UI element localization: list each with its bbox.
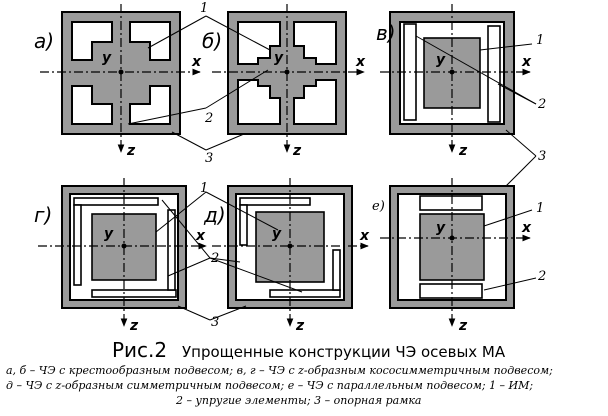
panel-label-e: е)	[372, 199, 385, 214]
panel-label-a: а)	[34, 29, 54, 53]
axis-label-x: x	[195, 228, 206, 244]
panel-e: е) x y z	[372, 178, 532, 334]
axis-label-z: z	[292, 143, 302, 159]
panel-a: а) x y z	[34, 4, 202, 159]
caption-line-2: д – ЧЭ с z-образным симметричным подвесо…	[6, 379, 533, 392]
axis-label-z: z	[129, 318, 139, 334]
axis-label-z: z	[295, 318, 305, 334]
panel-d: д) x y z	[203, 178, 370, 334]
callout-elastic: 2	[537, 269, 546, 284]
callout-frame: 3	[205, 151, 213, 166]
panel-label-g: г)	[34, 203, 52, 227]
callout-frame: 3	[211, 315, 219, 330]
axis-label-x: x	[355, 54, 366, 70]
axis-label-y: y	[436, 220, 446, 236]
callout-elastic: 2	[210, 251, 219, 266]
axis-label-y: y	[274, 50, 284, 66]
figure-title: Упрощенные конструкции ЧЭ осевых МА	[182, 343, 506, 361]
axis-label-z: z	[126, 143, 136, 159]
axis-label-y: y	[436, 52, 446, 68]
panel-b: б) x y z	[202, 4, 366, 159]
callout-im: 1	[200, 181, 208, 196]
panel-label-b: б)	[202, 29, 222, 53]
panel-g: г) x y z	[34, 178, 207, 334]
callout-elastic: 2	[537, 97, 546, 112]
figure-number: Рис.2	[112, 338, 167, 362]
callout-im: 1	[200, 1, 208, 16]
axis-label-z: z	[458, 143, 468, 159]
axis-label-y: y	[272, 226, 282, 242]
callout-elastic: 2	[204, 111, 213, 126]
axis-label-y: y	[102, 50, 112, 66]
caption-line-3: 2 – упругие элементы; 3 – опорная рамка	[175, 394, 421, 407]
panel-label-d: д)	[203, 203, 226, 227]
callouts-row2: 1 2 3 1 2	[155, 181, 546, 330]
caption-line-1: а, б – ЧЭ с крестообразным подвесом; в, …	[6, 364, 553, 377]
axis-label-y: y	[104, 226, 114, 242]
callout-im: 1	[536, 201, 544, 216]
axis-label-x: x	[359, 228, 370, 244]
axis-label-z: z	[458, 318, 468, 334]
callout-im: 1	[536, 33, 544, 48]
callout-frame: 3	[538, 149, 546, 164]
panel-label-v: в)	[376, 21, 396, 45]
panel-v: в) x y z	[376, 4, 532, 159]
axis-label-x: x	[521, 54, 532, 70]
callouts-row1: 1 2 3 1 2 3	[127, 1, 546, 187]
axis-label-x: x	[521, 220, 532, 236]
axis-label-x: x	[191, 54, 202, 70]
